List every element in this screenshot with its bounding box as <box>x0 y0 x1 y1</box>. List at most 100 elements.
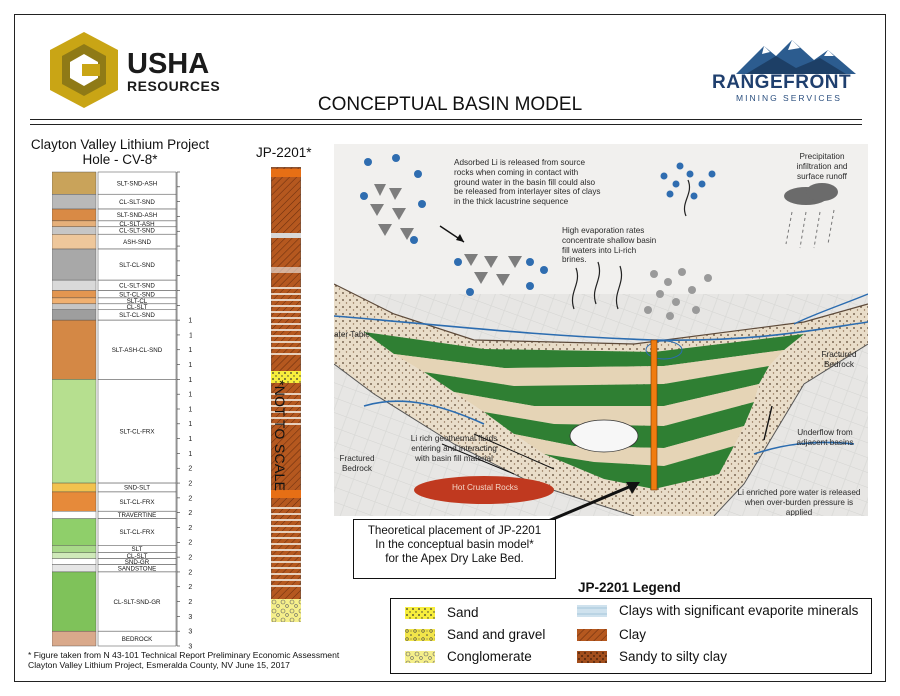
log-unit-label: SLT-CL-SND <box>119 291 155 298</box>
conglomerate-swatch-icon <box>405 650 435 663</box>
log-unit-bar <box>52 552 97 559</box>
header-rule-bottom <box>30 124 862 125</box>
log-unit-bar <box>52 511 97 519</box>
diagram-text-water-table: ater Table <box>334 330 370 339</box>
log-unit-bar <box>52 491 97 512</box>
legend-item-sandy-clay: Sandy to silty clay <box>577 649 727 664</box>
legend-item-conglomerate: Conglomerate <box>405 649 532 664</box>
placement-callout: Theoretical placement of JP-2201 In the … <box>353 519 556 579</box>
depth-tick-label: 2000 <box>188 466 192 473</box>
log-unit-label: SLT-CL <box>127 298 148 305</box>
evaporite-clay-swatch-icon <box>577 604 607 617</box>
depth-tick-label: 2800 <box>188 584 192 591</box>
log-unit-label: CL-SLT-SND-GR <box>114 599 162 606</box>
log-unit-label: SLT <box>132 546 143 553</box>
clay-swatch-icon <box>577 628 607 641</box>
depth-tick-label: 3000 <box>188 614 192 621</box>
depth-tick-label: 1100 <box>189 332 192 339</box>
log-unit-label: CL-SLT-SND <box>119 283 155 290</box>
log-unit-bar <box>52 290 97 299</box>
log-unit-bar <box>52 309 97 321</box>
log-unit-label-box <box>97 630 177 647</box>
depth-tick-label: 1200 <box>188 347 192 354</box>
diagram-text-fractured-left: Fractured Bedrock <box>339 454 375 473</box>
sandy-clay-swatch-icon <box>577 650 607 663</box>
depth-tick-label: 1800 <box>188 436 192 443</box>
sand-swatch-icon <box>405 606 435 619</box>
diagram-text-geothermal: Li rich geothermal fluids entering and i… <box>410 434 498 463</box>
depth-tick-label: 2900 <box>188 599 192 606</box>
jp-column-title: JP-2201* <box>256 145 312 160</box>
footnote-line2: Clayton Valley Lithium Project, Esmerald… <box>28 660 290 670</box>
log-unit-label: SND-GR <box>125 559 150 566</box>
depth-tick-label: 1000 <box>188 318 192 325</box>
log-unit-bar <box>52 319 97 380</box>
depth-tick-label: 1700 <box>188 421 192 428</box>
log-unit-bar <box>52 558 97 565</box>
log-unit-label-box <box>97 319 177 380</box>
log-unit-label-box <box>97 571 177 632</box>
log-unit-bar <box>52 545 97 553</box>
log-unit-label: ASH-SND <box>123 239 151 246</box>
footnote: * Figure taken from N 43-101 Technical R… <box>28 650 339 670</box>
log-unit-label: CL-SLT-SND <box>119 199 155 206</box>
footnote-line1: * Figure taken from N 43-101 Technical R… <box>28 650 340 660</box>
diagram-text-hot-rocks: Hot Crustal Rocks <box>452 483 518 492</box>
not-to-scale-note: *NOT TO SCALE <box>272 380 288 492</box>
log-unit-label: SLT-ASH-CL-SND <box>112 347 163 354</box>
rangefront-logo-subname: MINING SERVICES <box>736 93 842 103</box>
log-unit-bar <box>52 171 97 195</box>
log-unit-label: CL-SLT <box>127 553 148 560</box>
depth-tick-label: 1400 <box>188 377 192 384</box>
basin-diagram: Adsorbed Li is released from source rock… <box>334 144 868 516</box>
log-unit-label: SLT-CL-SND <box>119 262 155 269</box>
log-unit-label: CL-SLT <box>127 304 148 311</box>
depth-tick-label: 2700 <box>188 569 192 576</box>
usha-logo-name: USHA <box>127 48 210 80</box>
log-unit-bar <box>52 303 97 310</box>
log-unit-label: SND-SLT <box>124 485 150 492</box>
rangefront-logo-name: RANGEFRONT <box>712 72 852 93</box>
diagram-text-precipitation: Precipitation infiltration and surface r… <box>796 152 848 181</box>
legend-title: JP-2201 Legend <box>578 580 681 595</box>
callout-line3: for the Apex Dry Lake Bed. <box>385 552 524 565</box>
log-unit-label: SLT-CL-FRX <box>120 499 155 506</box>
legend-item-evaporite-clay: Clays with significant evaporite mineral… <box>577 603 858 618</box>
legend-item-sand-gravel: Sand and gravel <box>405 627 545 642</box>
diagram-text-pore-water: Li enriched pore water is released when … <box>737 488 861 516</box>
log-unit-label-box <box>97 379 177 484</box>
log-unit-bar <box>52 279 97 291</box>
stratigraphic-log: SLT-SND-ASHCL-SLT-SNDSLT-SND-ASHCL-SLT-A… <box>52 171 192 650</box>
diagram-text-adsorbed: Adsorbed Li is released from source rock… <box>454 158 601 207</box>
log-unit-label: SLT-SND-ASH <box>117 180 157 187</box>
depth-tick-label: 2400 <box>188 525 192 532</box>
log-unit-bar <box>52 208 97 222</box>
diagram-text-evaporation: High evaporation rates concentrate shall… <box>562 226 657 265</box>
callout-arrow-icon <box>545 482 640 524</box>
hole-title-line1: Clayton Valley Lithium Project <box>30 137 210 152</box>
page-title: CONCEPTUAL BASIN MODEL <box>317 94 583 115</box>
callout-line2: In the conceptual basin model* <box>375 538 534 551</box>
depth-tick-label: 3100 <box>188 629 192 636</box>
log-unit-label: SANDSTONE <box>118 565 156 572</box>
depth-tick-label: 2500 <box>188 540 192 547</box>
log-unit-label: TRAVERTINE <box>118 512 157 519</box>
depth-tick-label: 2300 <box>188 510 192 517</box>
legend-item-sand: Sand <box>405 605 479 620</box>
depth-tick-label: 2200 <box>188 495 192 502</box>
log-unit-label-box <box>97 518 177 546</box>
usha-logo-icon <box>50 32 118 108</box>
depth-tick-label: 2600 <box>188 555 192 562</box>
depth-tick-label: 1500 <box>188 392 192 399</box>
log-unit-label: SLT-CL-SND <box>119 312 155 319</box>
legend: Sand Sand and gravel Conglomerate Clays … <box>390 598 872 674</box>
depth-tick-label: 3200 <box>188 643 192 650</box>
diagram-text-fractured-right: Fractured Bedrock <box>821 350 857 369</box>
callout-line1: Theoretical placement of JP-2201 <box>367 524 542 537</box>
depth-tick-label: 1600 <box>188 406 192 413</box>
depth-tick-label: 1900 <box>188 451 192 458</box>
log-unit-bar <box>52 194 97 210</box>
log-unit-bar <box>52 234 97 250</box>
jp-column-log <box>271 167 301 622</box>
log-unit-label: CL-SLT-SND <box>119 228 155 235</box>
